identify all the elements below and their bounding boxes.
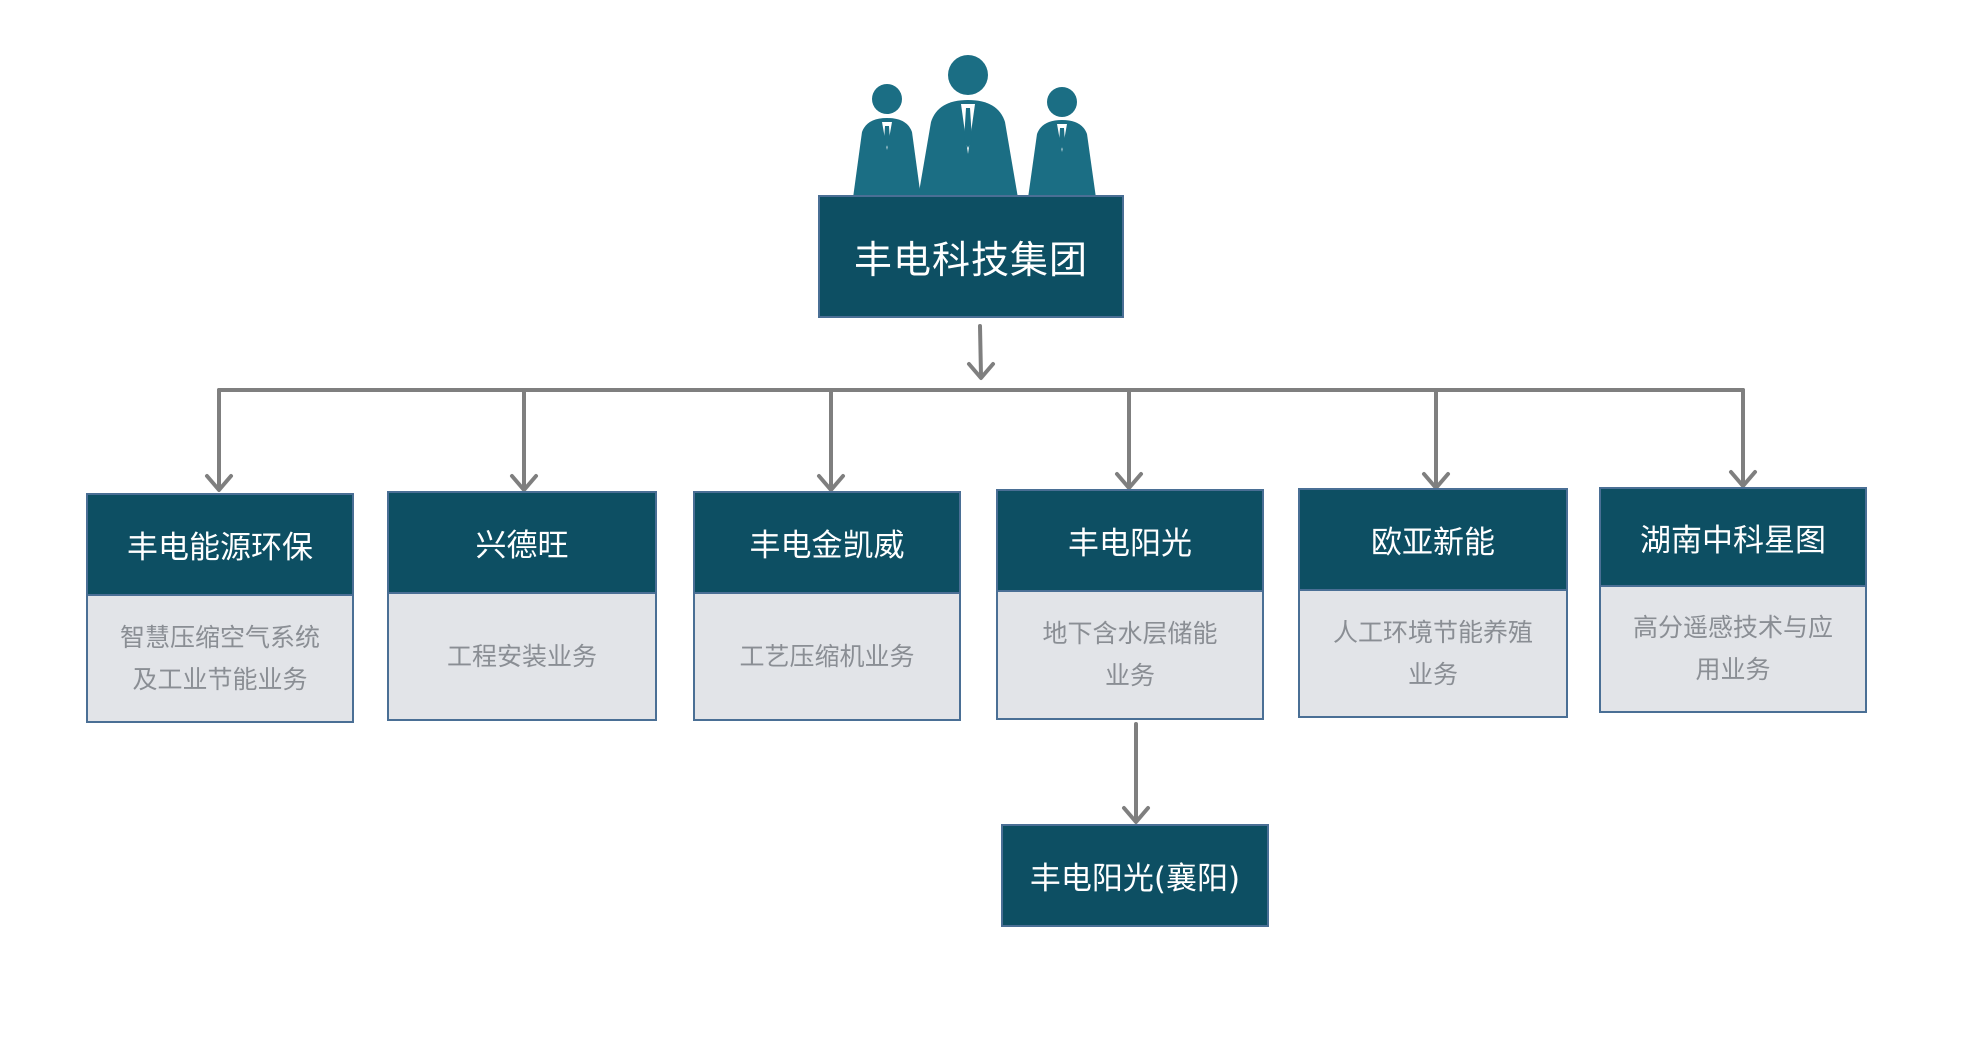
sub-node: 丰电阳光(襄阳) xyxy=(1001,824,1269,927)
child-arrowhead-3 xyxy=(817,474,845,492)
root-label: 丰电科技集团 xyxy=(853,238,1088,282)
child-arrowhead-4 xyxy=(1115,472,1143,490)
child-label-2: 兴德旺 xyxy=(475,528,569,564)
child-desc-1-line-1: 智慧压缩空气系统 xyxy=(119,622,320,652)
child-desc-5-line-1: 人工环境节能养殖 xyxy=(1332,617,1533,647)
child-header-6: 湖南中科星图 xyxy=(1599,487,1867,587)
child-desc-3: 工艺压缩机业务 xyxy=(693,592,961,721)
child-desc-2-line-1: 工程安装业务 xyxy=(446,641,597,671)
child-label-5: 欧亚新能 xyxy=(1371,525,1495,561)
sub-label: 丰电阳光(襄阳) xyxy=(1029,861,1241,897)
child-header-5: 欧亚新能 xyxy=(1298,488,1568,591)
child-desc-4-line-2: 业务 xyxy=(1104,661,1155,690)
child-desc-3-line-1: 工艺压缩机业务 xyxy=(739,641,915,671)
root-connector xyxy=(978,324,983,378)
child-label-1: 丰电能源环保 xyxy=(127,530,313,566)
business-people-group-icon xyxy=(853,55,1096,198)
child-arrowhead-1 xyxy=(205,474,233,492)
child-header-1: 丰电能源环保 xyxy=(86,493,354,596)
child-label-4: 丰电阳光 xyxy=(1068,526,1192,562)
child-desc-4-line-1: 地下含水层储能 xyxy=(1042,619,1218,648)
child-desc-1-line-2: 及工业节能业务 xyxy=(132,664,308,694)
child-desc-5-line-2: 业务 xyxy=(1407,659,1458,689)
child-arrowhead-6 xyxy=(1729,470,1757,488)
child-desc-6-line-1: 高分遥感技术与应 xyxy=(1632,613,1833,642)
child-desc-5: 人工环境节能养殖 业务 xyxy=(1298,589,1568,718)
child-header-2: 兴德旺 xyxy=(387,491,657,594)
child-desc-2: 工程安装业务 xyxy=(387,592,657,721)
child-desc-1: 智慧压缩空气系统 及工业节能业务 xyxy=(86,594,354,723)
child-desc-6-line-2: 用业务 xyxy=(1695,655,1771,684)
child-header-4: 丰电阳光 xyxy=(996,489,1264,592)
child-label-3: 丰电金凯威 xyxy=(749,528,905,564)
sub-arrowhead xyxy=(1122,806,1150,824)
root-arrowhead xyxy=(967,362,995,380)
child-desc-4: 地下含水层储能 业务 xyxy=(996,590,1264,720)
root-node: 丰电科技集团 xyxy=(818,195,1124,318)
child-arrowhead-2 xyxy=(510,474,538,492)
child-desc-6: 高分遥感技术与应 用业务 xyxy=(1599,585,1867,713)
child-header-3: 丰电金凯威 xyxy=(693,491,961,594)
child-label-6: 湖南中科星图 xyxy=(1640,522,1826,559)
